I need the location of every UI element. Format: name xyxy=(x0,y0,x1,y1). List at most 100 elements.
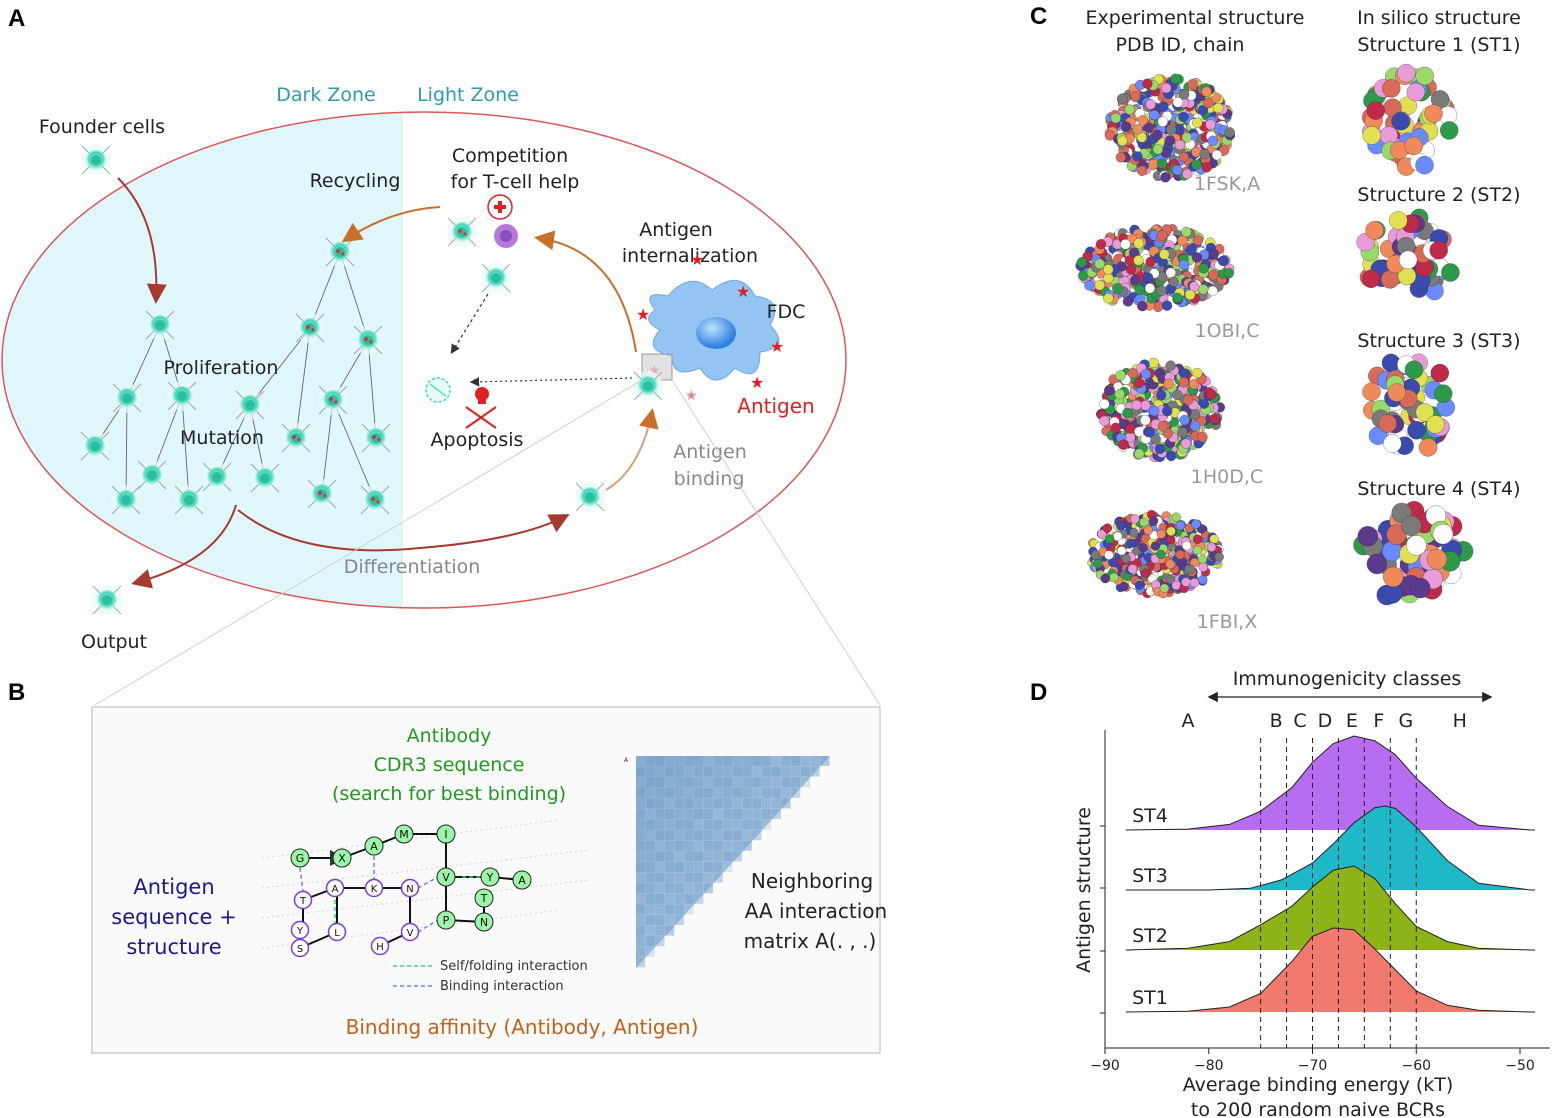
matrix-cell xyxy=(636,904,646,915)
matrix-cell xyxy=(800,756,810,766)
antigen-residue: S xyxy=(290,938,310,958)
x-tick-label: −50 xyxy=(1505,1058,1535,1074)
matrix-cell xyxy=(762,787,772,798)
matrix-cell xyxy=(752,809,762,819)
x-tick-label: −70 xyxy=(1298,1058,1328,1074)
antibody-residue: P xyxy=(436,910,456,930)
matrix-cell xyxy=(694,872,704,883)
pdb-id-2: 1OBI,C xyxy=(1195,320,1260,342)
matrix-cell xyxy=(723,830,733,841)
insilico-label-2: Structure 2 (ST2) xyxy=(1357,184,1520,206)
matrix-cell xyxy=(752,787,762,798)
matrix-cell xyxy=(752,777,762,788)
matrix-cell xyxy=(655,809,665,819)
matrix-cell xyxy=(713,798,723,809)
antibody-residue: Y xyxy=(480,867,500,887)
svg-text:★: ★ xyxy=(736,282,750,301)
matrix-cell xyxy=(723,787,733,798)
antibody-residue-letter: I xyxy=(444,828,447,841)
experimental-header-1: Experimental structure xyxy=(1086,7,1305,29)
neighbor-label-1: Neighboring xyxy=(751,869,873,893)
matrix-cell xyxy=(655,883,665,894)
antibody-label-3: (search for best binding) xyxy=(332,783,566,805)
antibody-residue-letter: P xyxy=(443,914,450,927)
dark-zone-label: Dark Zone xyxy=(276,84,376,106)
matrix-cell xyxy=(694,766,704,777)
chart-title: Immunogenicity classes xyxy=(1233,668,1462,690)
matrix-cell xyxy=(713,819,723,830)
apoptotic-cell-icon xyxy=(425,377,451,403)
pdb-id-3: 1H0D,C xyxy=(1191,466,1263,488)
x-tick-label: −90 xyxy=(1090,1058,1120,1074)
matrix-cell xyxy=(762,756,772,766)
matrix-cell xyxy=(742,830,752,841)
matrix-cell xyxy=(703,756,713,766)
class-label: F xyxy=(1373,710,1384,732)
antibody-residue-letter: M xyxy=(399,828,409,841)
antibody-residue-letter: X xyxy=(338,852,346,865)
antigen-residue-letter: K xyxy=(371,884,378,895)
x-tick-label: −60 xyxy=(1401,1058,1431,1074)
class-label: D xyxy=(1318,710,1333,732)
matrix-cell xyxy=(636,862,646,872)
matrix-cell xyxy=(636,787,646,798)
matrix-cell xyxy=(655,862,665,872)
matrix-cell xyxy=(733,777,743,788)
matrix-cell xyxy=(742,819,752,830)
zoom-line-right xyxy=(671,379,881,706)
antigen-residue-letter: N xyxy=(406,884,413,895)
protein-structures xyxy=(1075,63,1474,606)
matrix-cell xyxy=(694,883,704,894)
founder-arrow xyxy=(117,177,167,304)
matrix-cell xyxy=(645,904,655,915)
matrix-cell xyxy=(694,756,704,766)
light-zone-label: Light Zone xyxy=(417,84,519,106)
matrix-cell xyxy=(636,819,646,830)
antigen-seq-label-2: sequence + xyxy=(111,905,236,929)
matrix-cell xyxy=(713,809,723,819)
antigen-seq-label-1: Antigen xyxy=(133,875,214,899)
matrix-cell xyxy=(636,925,646,936)
matrix-cell xyxy=(684,777,694,788)
matrix-cell xyxy=(674,915,684,925)
matrix-cell xyxy=(655,904,665,915)
matrix-cell xyxy=(636,798,646,809)
matrix-cell xyxy=(684,904,694,915)
matrix-cell xyxy=(645,830,655,841)
protein-st3 xyxy=(1362,353,1455,457)
fdc-nucleus xyxy=(696,317,736,349)
matrix-cell xyxy=(674,883,684,894)
matrix-cell xyxy=(762,777,772,788)
matrix-cell xyxy=(781,756,791,766)
matrix-cell xyxy=(742,756,752,766)
matrix-cell xyxy=(655,819,665,830)
matrix-cell xyxy=(636,777,646,788)
matrix-cell xyxy=(645,819,655,830)
matrix-cell xyxy=(694,787,704,798)
matrix-cell xyxy=(781,777,791,788)
antigen-label: Antigen xyxy=(737,394,814,418)
matrix-cell xyxy=(694,830,704,841)
matrix-cell xyxy=(665,925,675,936)
matrix-cell xyxy=(655,936,665,947)
matrix-cell xyxy=(645,925,655,936)
matrix-cell xyxy=(752,830,762,841)
matrix-cell xyxy=(810,756,820,766)
matrix-cell xyxy=(703,777,713,788)
antigen-residue: K xyxy=(364,878,384,898)
series-label-st3: ST3 xyxy=(1132,865,1168,887)
differentiation-label: Differentiation xyxy=(344,556,481,578)
matrix-cell xyxy=(762,819,772,830)
panel-letter-d: D xyxy=(1030,679,1047,706)
insilico-header-1: In silico structure xyxy=(1357,7,1521,29)
founder-cells-label: Founder cells xyxy=(39,116,165,138)
antigen-internalization-label-1: Antigen xyxy=(639,219,713,241)
matrix-cell xyxy=(645,936,655,947)
antibody-residue-letter: A xyxy=(518,874,526,887)
class-label: A xyxy=(1182,710,1195,732)
matrix-cell xyxy=(703,787,713,798)
matrix-cell xyxy=(703,830,713,841)
interaction-matrix xyxy=(636,756,830,968)
matrix-cell xyxy=(694,893,704,904)
